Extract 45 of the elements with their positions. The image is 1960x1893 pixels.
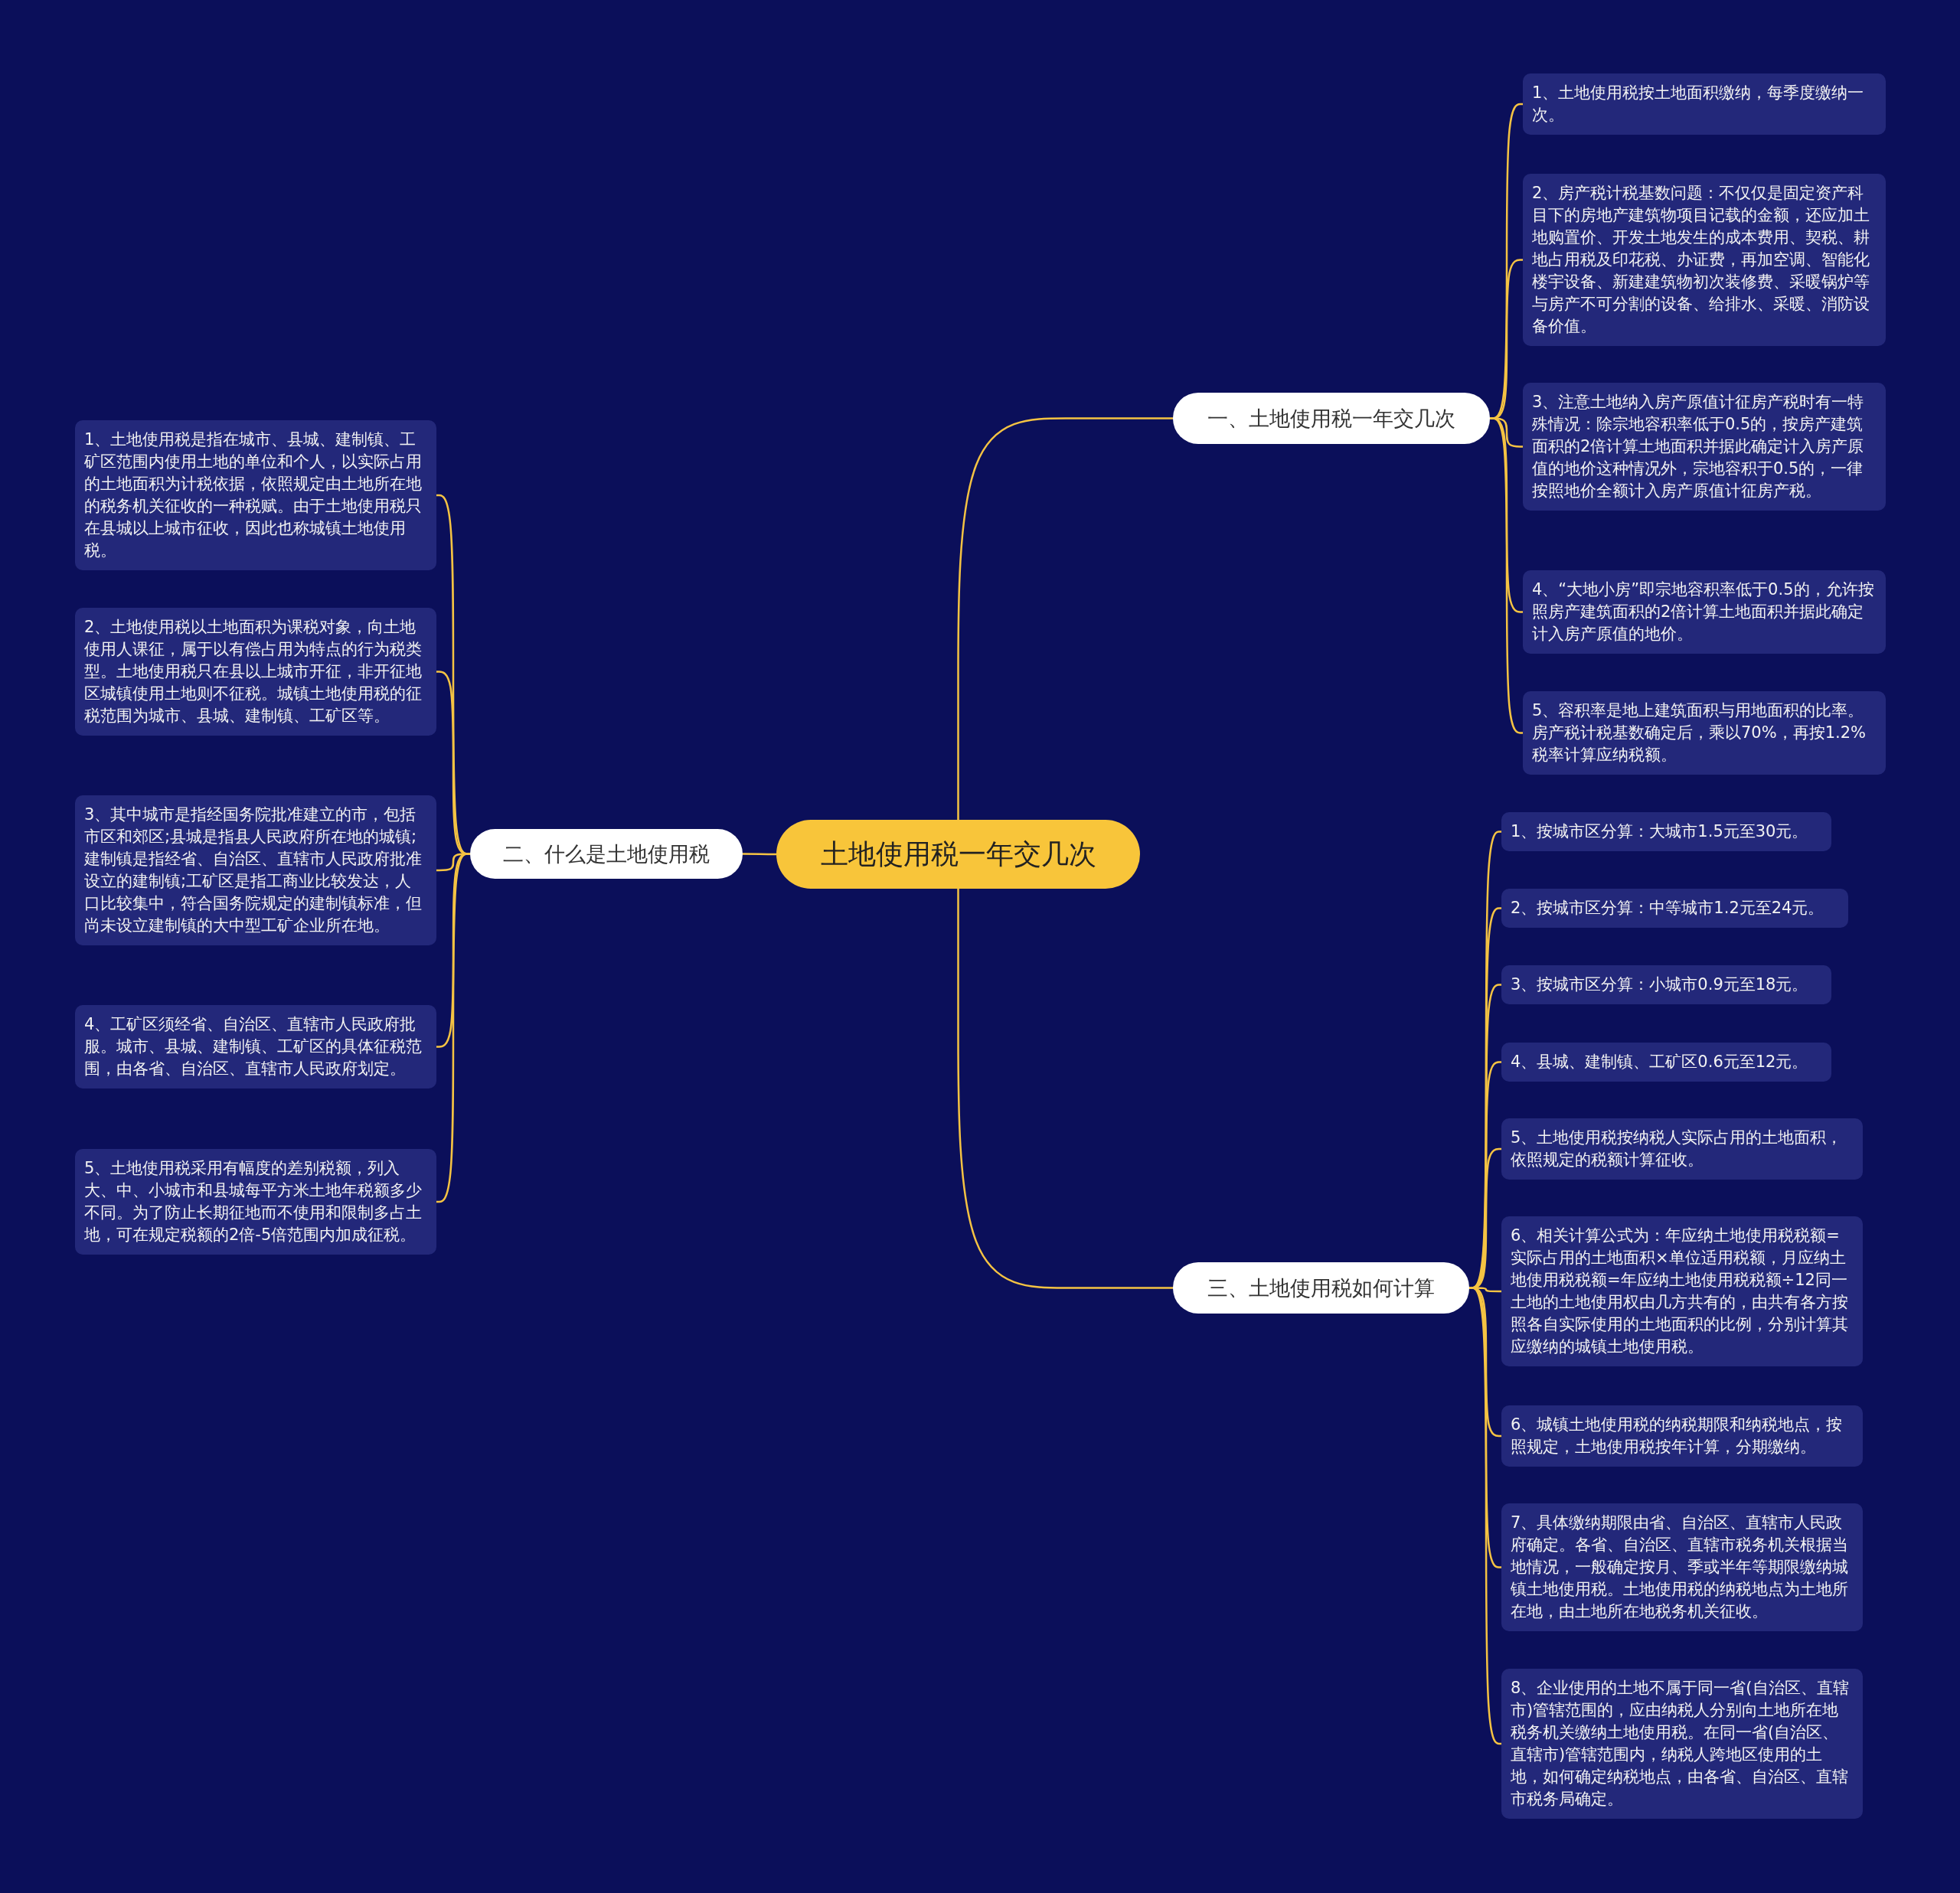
- note-card: [75, 1149, 436, 1255]
- topic-text: 4、县城、建制镇、工矿区0.6元至12元。: [1511, 1053, 1808, 1071]
- topic-text: 三、土地使用税如何计算: [1207, 1275, 1435, 1301]
- topic-text: 土地使用税一年交几次: [820, 837, 1096, 871]
- connector-line: [743, 853, 776, 856]
- note-card: [1523, 73, 1886, 135]
- note-card: [1501, 1405, 1863, 1467]
- note-card: [75, 795, 436, 945]
- topic-text: 1、按城市区分算：大城市1.5元至30元。: [1511, 822, 1808, 840]
- topic-text: 4、“大地小房”即宗地容积率低于0.5的，允许按照房产建筑面积的2倍计算土地面积并据此确定计入房产原值的地价。: [1532, 580, 1874, 643]
- connector-line: [957, 889, 1173, 1289]
- topic-text: 6、相关计算公式为：年应纳土地使用税税额=实际占用的土地面积×单位适用税额，月应纳土地使用税税额=年应纳土地使用税税额÷12同一土地的土地使用权由几方共有的，由共有各方按照各自实际使用的土地面积的比例，分别计算其应缴纳的城镇土地使用税。: [1511, 1226, 1848, 1356]
- note-card: [1501, 1216, 1863, 1366]
- note-card: [1523, 570, 1886, 654]
- note-card: [1501, 1043, 1831, 1082]
- topic-text: 7、具体缴纳期限由省、自治区、直辖市人民政府确定。各省、自治区、直辖市税务机关根据当地情况，一般确定按月、季或半年等期限缴纳城镇土地使用税。土地使用税的纳税地点为土地所在地，由土地所在地税务机关征收。: [1511, 1513, 1848, 1620]
- topic-text: 1、土地使用税按土地面积缴纳，每季度缴纳一次。: [1532, 83, 1864, 124]
- topic-text: 4、工矿区须经省、自治区、直辖市人民政府批服。城市、县城、建制镇、工矿区的具体征税范围，由各省、自治区、直辖市人民政府划定。: [84, 1015, 422, 1078]
- note-card: [1523, 691, 1886, 775]
- topic-text: 2、房产税计税基数问题：不仅仅是固定资产科目下的房地产建筑物项目记载的金额，还应加土地购置价、开发土地发生的成本费用、契税、耕地占用税及印花税、办证费，再加空调、智能化楼宇设备、新建建筑物初次装修费、采暖锅炉等与房产不可分割的设备、给排水、采暖、消防设备价值。: [1532, 184, 1870, 335]
- connector-line: [957, 417, 1173, 820]
- note-card: [75, 420, 436, 570]
- note-card: [1501, 965, 1831, 1004]
- note-card: [1501, 889, 1848, 928]
- note-card: [75, 608, 436, 736]
- note-card: [1501, 1669, 1863, 1819]
- note-card: [1501, 812, 1831, 851]
- topic-text: 一、土地使用税一年交几次: [1207, 405, 1455, 432]
- topic-text: 6、城镇土地使用税的纳税期限和纳税地点，按照规定，土地使用税按年计算，分期缴纳。: [1511, 1415, 1843, 1456]
- note-card: [1523, 383, 1886, 511]
- topic-text: 二、什么是土地使用税: [503, 840, 710, 867]
- topic-text: 2、土地使用税以土地面积为课税对象，向土地使用人课征，属于以有偿占用为特点的行为税类型。土地使用税只在县以上城市开征，非开征地区城镇使用土地则不征税。城镇土地使用税的征税范围为城市、县城、建制镇、工矿区等。: [84, 618, 422, 725]
- note-card: [1501, 1118, 1863, 1180]
- topic-text: 1、土地使用税是指在城市、县城、建制镇、工矿区范围内使用土地的单位和个人，以实际占用的土地面积为计税依据，依照规定由土地所在地的税务机关征收的一种税赋。由于土地使用税只在县城以上城市征收，因此也称城镇土地使用税。: [84, 430, 422, 560]
- topic-text: 2、按城市区分算：中等城市1.2元至24元。: [1511, 899, 1824, 917]
- topic-text: 8、企业使用的土地不属于同一省(自治区、直辖市)管辖范围的，应由纳税人分别向土地所在地税务机关缴纳土地使用税。在同一省(自治区、直辖市)管辖范围内，纳税人跨地区使用的土地，如何确定纳税地点，由各省、自治区、直辖市税务局确定。: [1511, 1679, 1849, 1808]
- topic-text: 3、按城市区分算：小城市0.9元至18元。: [1511, 975, 1808, 994]
- topic-text: 3、注意土地纳入房产原值计征房产税时有一特殊情况：除宗地容积率低于0.5的，按房产建筑面积的2倍计算土地面积并据此确定计入房产原值的地价这种情况外，宗地容积于0.5的，一律按照地价全额计入房产原值计征房产税。: [1532, 393, 1864, 500]
- topic-text: 3、其中城市是指经国务院批准建立的市，包括市区和郊区;县城是指县人民政府所在地的城镇;建制镇是指经省、自治区、直辖市人民政府批准设立的建制镇;工矿区是指工商业比较发达，人口比较集中，符合国务院规定的建制镇标准，但尚未设立建制镇的大中型工矿企业所在地。: [84, 805, 422, 935]
- topic-text: 5、土地使用税按纳税人实际占用的土地面积，依照规定的税额计算征收。: [1511, 1128, 1843, 1169]
- note-card: [1501, 1503, 1863, 1631]
- note-card: [75, 1005, 436, 1088]
- topic-text: 5、容积率是地上建筑面积与用地面积的比率。房产税计税基数确定后，乘以70%，再按1.2%税率计算应纳税额。: [1532, 701, 1867, 764]
- topic-text: 5、土地使用税采用有幅度的差别税额，列入大、中、小城市和县城每平方米土地年税额多少不同。为了防止长期征地而不使用和限制多占土地，可在规定税额的2倍-5倍范围内加成征税。: [84, 1159, 422, 1244]
- note-card: [1523, 174, 1886, 346]
